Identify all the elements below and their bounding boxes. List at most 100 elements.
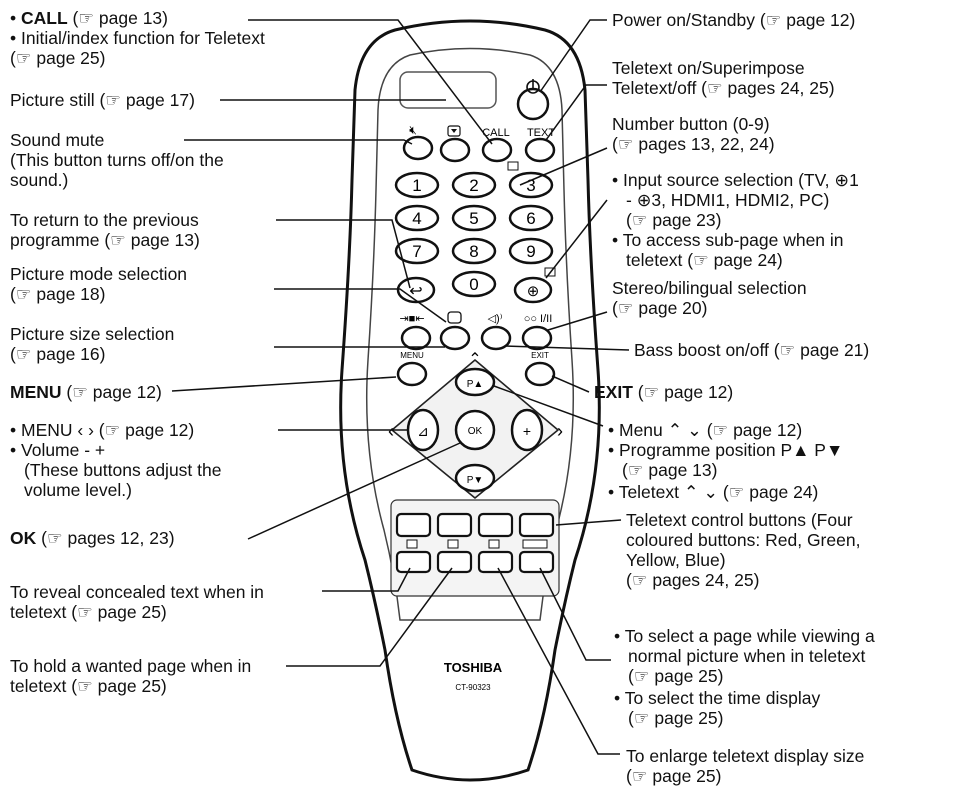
label-enlarge-page: (☞ page 25) — [626, 766, 722, 786]
label-sound-mute: Sound mute — [10, 130, 105, 150]
label-stereo-page: (☞ page 20) — [612, 298, 708, 318]
number-key-label-7: 7 — [412, 242, 421, 261]
number-key-label-8: 8 — [469, 242, 478, 261]
label-input: • Input source selection (TV, ⊕1 — [612, 170, 859, 190]
call-button — [481, 137, 513, 163]
menu-button — [396, 361, 428, 387]
svg-text:P▼: P▼ — [467, 475, 484, 486]
svg-text:‹: ‹ — [388, 421, 394, 441]
number-key-4[interactable] — [394, 204, 440, 232]
label-select-page-ref: (☞ page 25) — [628, 666, 724, 686]
number-key-label-9: 9 — [526, 242, 535, 261]
label-menu-lr: • MENU ‹ › (☞ page 12) — [10, 420, 195, 440]
return-button — [396, 276, 436, 304]
label-select-page-2: normal picture when in teletext — [628, 646, 866, 666]
label-call-index-page: (☞ page 25) — [10, 48, 106, 68]
number-key-7[interactable] — [394, 237, 440, 265]
svg-text:◁)⁾: ◁)⁾ — [488, 313, 503, 325]
picture-mode-button — [400, 325, 432, 351]
label-colour-page: (☞ pages 24, 25) — [626, 570, 760, 590]
text-button — [524, 137, 556, 163]
label-time-page: (☞ page 25) — [628, 708, 724, 728]
label-call-index: • Initial/index function for Teletext — [10, 28, 265, 48]
label-menu-ud: • Menu ⌃ ⌄ (☞ page 12) — [608, 420, 803, 440]
menu-text: MENU — [400, 351, 424, 360]
label-stereo: Stereo/bilingual selection — [612, 278, 807, 298]
label-programme: • Programme position P▲ P▼ — [608, 440, 844, 460]
p-down-button — [454, 463, 496, 493]
number-key-1[interactable] — [394, 171, 440, 199]
svg-text:›: › — [557, 421, 563, 441]
stereo-button — [521, 325, 553, 351]
exit-button — [524, 361, 556, 387]
svg-text:🔇︎: 🔇︎ — [409, 123, 417, 137]
bass-button — [480, 325, 512, 351]
label-call: • CALL (☞ page 13) — [10, 8, 168, 28]
yellow-button — [477, 512, 514, 538]
call-text: CALL — [482, 127, 510, 139]
number-key-8[interactable] — [451, 237, 497, 265]
brand-logo: TOSHIBA — [444, 660, 503, 675]
label-number: Number button (0-9) — [612, 114, 770, 134]
reveal-button — [395, 550, 432, 574]
label-power: Power on/Standby (☞ page 12) — [612, 10, 856, 30]
still-button — [439, 137, 471, 163]
svg-text:⊕: ⊕ — [527, 283, 540, 300]
label-programme-page: (☞ page 13) — [622, 460, 718, 480]
svg-text:⌃: ⌃ — [468, 351, 481, 368]
svg-text:P▲: P▲ — [467, 379, 484, 390]
number-key-6[interactable] — [508, 204, 554, 232]
label-select-page: • To select a page while viewing a — [614, 626, 875, 646]
label-exit: EXIT (☞ page 12) — [594, 382, 734, 402]
number-key-9[interactable] — [508, 237, 554, 265]
label-bass: Bass boost on/off (☞ page 21) — [634, 340, 870, 360]
red-button — [395, 512, 432, 538]
label-picture-size: Picture size selection — [10, 324, 175, 344]
label-enlarge: To enlarge teletext display size — [626, 746, 865, 766]
label-colour-2: coloured buttons: Red, Green, — [626, 530, 861, 550]
svg-text:⇥■⇤: ⇥■⇤ — [399, 313, 424, 325]
label-colour: Teletext control buttons (Four — [626, 510, 853, 530]
label-volume-desc-1: (These buttons adjust the — [24, 460, 222, 480]
label-teletext-ud: • Teletext ⌃ ⌄ (☞ page 24) — [608, 482, 819, 502]
label-input-page: (☞ page 23) — [626, 210, 722, 230]
picture-size-button — [439, 325, 471, 351]
label-menu: MENU (☞ page 12) — [10, 382, 162, 402]
number-key-5[interactable] — [451, 204, 497, 232]
number-key-label-3: 3 — [526, 176, 535, 195]
label-reveal: To reveal concealed text when in — [10, 582, 264, 602]
label-subpage: • To access sub-page when in — [612, 230, 844, 250]
exit-text: EXIT — [531, 351, 549, 360]
label-picture-size-page: (☞ page 16) — [10, 344, 106, 364]
label-picture-mode-page: (☞ page 18) — [10, 284, 106, 304]
svg-text:OK: OK — [468, 426, 483, 437]
label-subpage-page: teletext (☞ page 24) — [626, 250, 783, 270]
label-picture-still: Picture still (☞ page 17) — [10, 90, 195, 110]
volume-up-button — [510, 408, 544, 452]
input-button — [513, 276, 553, 304]
number-key-label-4: 4 — [412, 209, 421, 228]
ok-button — [454, 409, 496, 451]
label-sound-mute-desc-2: sound.) — [10, 170, 69, 190]
number-key-label-6: 6 — [526, 209, 535, 228]
svg-text:⊿: ⊿ — [417, 423, 429, 439]
label-colour-3: Yellow, Blue) — [626, 550, 726, 570]
svg-text:+: + — [523, 423, 531, 439]
label-time: • To select the time display — [614, 688, 821, 708]
svg-text:↩: ↩ — [409, 283, 422, 300]
number-key-0[interactable] — [451, 270, 497, 298]
hold-button — [436, 550, 473, 574]
number-key-label-0: 0 — [469, 275, 478, 294]
number-key-label-5: 5 — [469, 209, 478, 228]
label-volume: • Volume - + — [10, 440, 106, 460]
number-key-label-1: 1 — [412, 176, 421, 195]
blue-button — [518, 512, 555, 538]
number-key-3[interactable] — [508, 171, 554, 199]
label-volume-desc-2: volume level.) — [24, 480, 132, 500]
green-button — [436, 512, 473, 538]
mute-button — [402, 135, 434, 161]
number-key-2[interactable] — [451, 171, 497, 199]
label-hold-page: teletext (☞ page 25) — [10, 676, 167, 696]
label-return: To return to the previous — [10, 210, 199, 230]
